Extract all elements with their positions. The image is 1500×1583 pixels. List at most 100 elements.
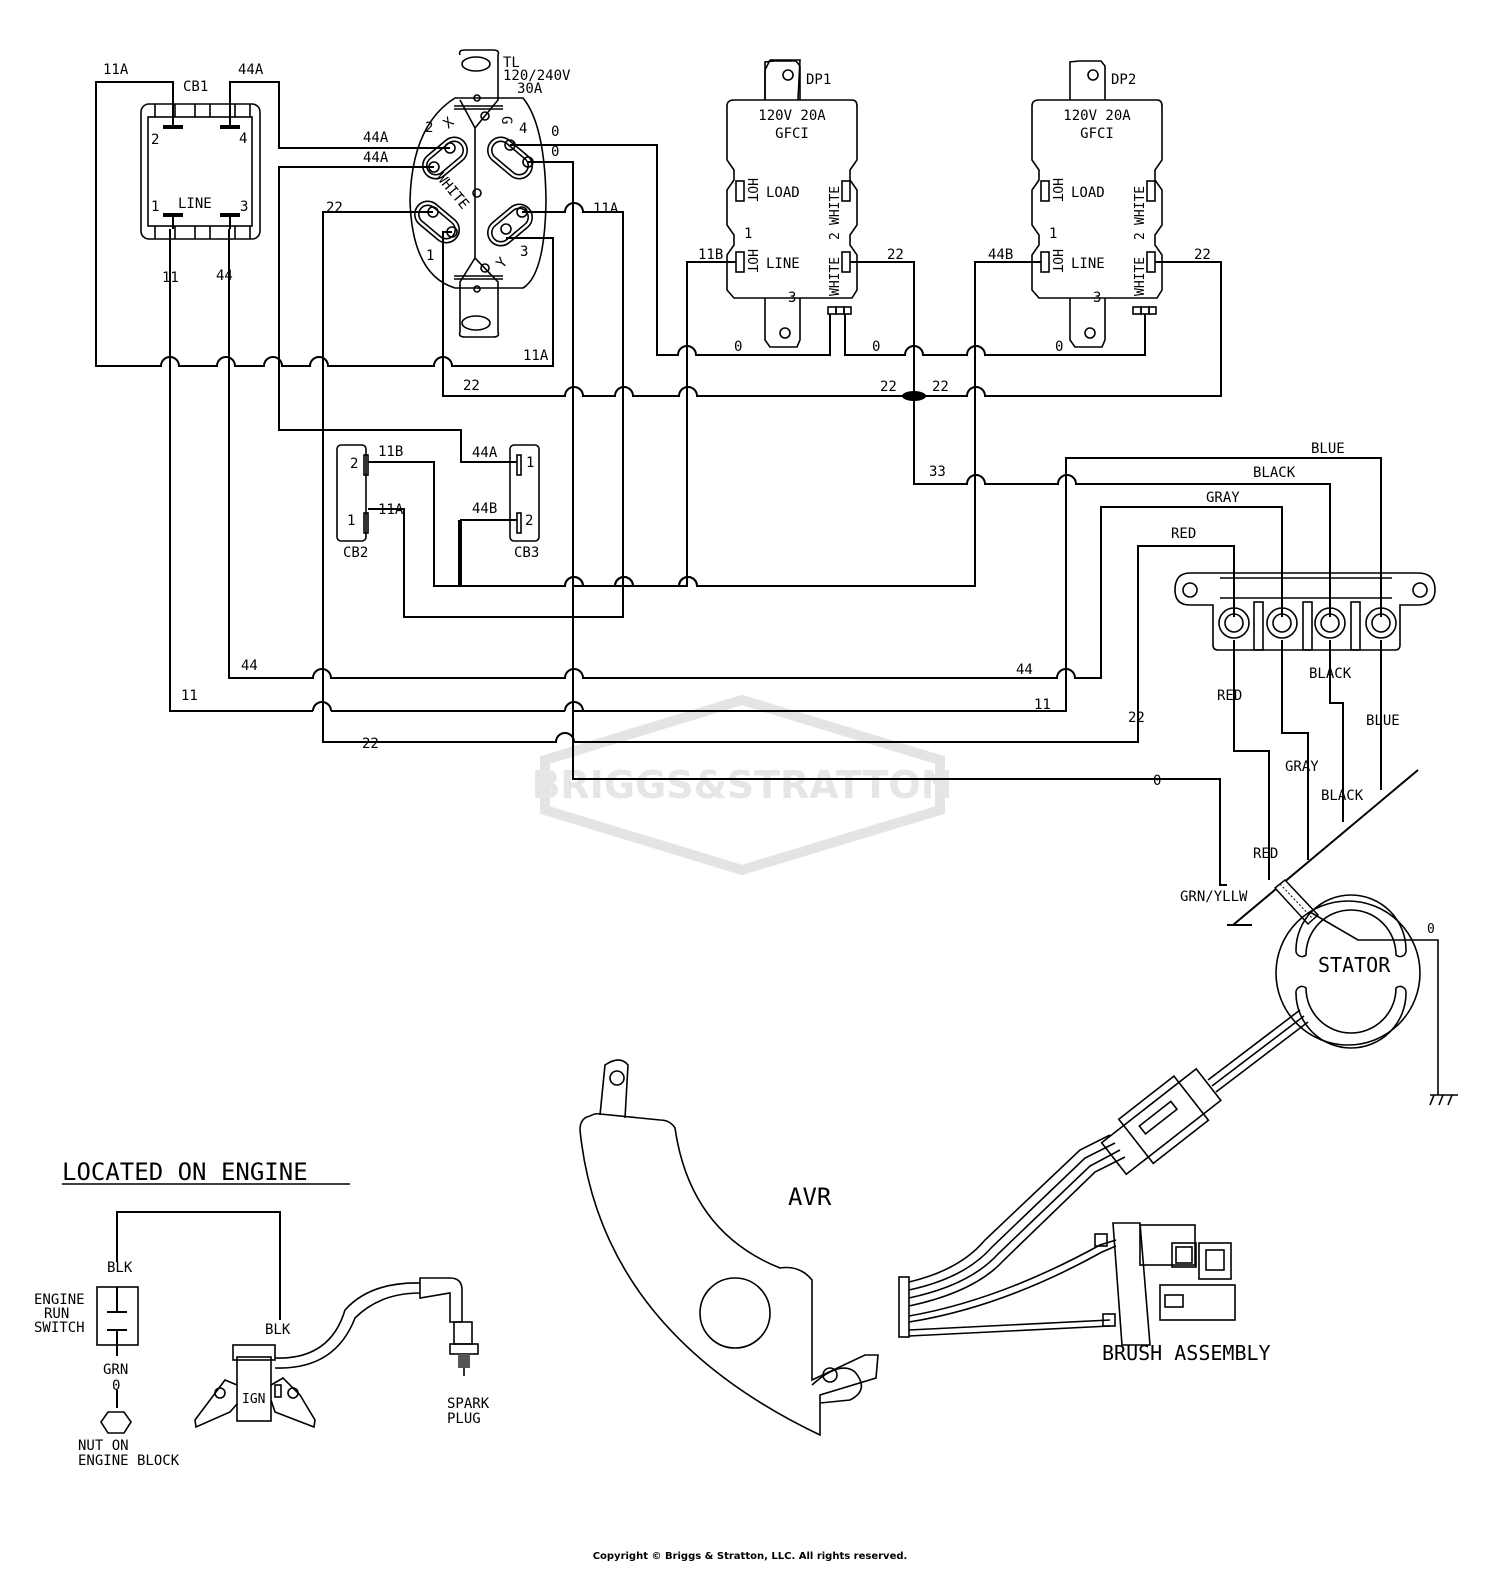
wire-22-right-label: 22: [1128, 710, 1145, 726]
engine-block-label: ENGINE BLOCK: [78, 1453, 180, 1469]
wire-red-down2-label: RED: [1253, 846, 1278, 862]
nut-on-engine-block-icon: [100, 1411, 132, 1434]
spark-plug-label-1: SPARK: [447, 1396, 490, 1412]
cb1-pin1-label: 1: [151, 199, 159, 215]
engine-grn-label: GRN: [103, 1362, 128, 1378]
cb2-wire-11B-label: 11B: [378, 444, 403, 460]
dp1-white-load-label: WHITE: [828, 186, 843, 225]
wire-black-down-label: BLACK: [1309, 666, 1352, 682]
wire-22-dp1-label: 22: [887, 247, 904, 263]
wire-22-junction1-label: 22: [880, 379, 897, 395]
wire-0-b-label: 0: [551, 144, 559, 160]
engine-run-switch-label-2: RUN: [44, 1306, 69, 1322]
dp1-pin2-label: 2: [828, 232, 843, 240]
nut-on-label: NUT ON: [78, 1438, 129, 1454]
wire-44B-label: 44B: [988, 247, 1013, 263]
wire-0-c-label: 0: [734, 339, 742, 355]
cb2-pin2-label: 2: [350, 456, 358, 472]
stator: [1227, 769, 1458, 1106]
dp1-line-label: LINE: [766, 256, 800, 272]
cb1-line-label: LINE: [178, 196, 212, 212]
tl-g-label: G: [498, 116, 514, 124]
cb1-pin3-label: 3: [240, 199, 248, 215]
wire-11B-label: 11B: [698, 247, 723, 263]
wire-0-stator-label: 0: [1427, 922, 1435, 937]
cb1-breaker: [140, 103, 261, 240]
tl-label: TL: [503, 55, 520, 71]
wire-44-label: 44: [216, 268, 233, 284]
stator-harness: [908, 1009, 1309, 1307]
dp2-line-label: LINE: [1071, 256, 1105, 272]
terminal-block: [1174, 572, 1436, 651]
cb3-wire-44B-label: 44B: [472, 501, 497, 517]
tl-y-label: Y: [493, 254, 511, 271]
cb1-pin4-label: 4: [239, 131, 247, 147]
dp1-pin3-label: 3: [788, 290, 796, 306]
spark-plug-label-2: PLUG: [447, 1411, 481, 1427]
watermark-text: BRIGGS&STRATTON: [531, 763, 952, 807]
brush-assembly-label: BRUSH ASSEMBLY: [1102, 1341, 1271, 1365]
watermark-logo: BRIGGS&STRATTON: [531, 694, 953, 876]
wire-0-d-label: 0: [872, 339, 880, 355]
dp1-load-label: LOAD: [766, 185, 800, 201]
wire-0-e-label: 0: [1055, 339, 1063, 355]
wire-44-low-label: 44: [241, 658, 258, 674]
dp2-white-load-label: WHITE: [1133, 186, 1148, 225]
wire-11A-bottom-label: 11A: [523, 348, 549, 364]
cb2-wire-11A-label: 11A: [378, 502, 404, 518]
tl-receptacle: [409, 49, 547, 338]
wire-black-label: BLACK: [1253, 465, 1296, 481]
avr-module: [579, 1059, 910, 1437]
tl-pin2-label: 2: [425, 120, 433, 136]
dp1-label: DP1: [806, 72, 831, 88]
cb3-wire-44A-label: 44A: [472, 445, 498, 461]
wire-11-low-label: 11: [181, 688, 198, 704]
wire-11A-right-label: 11A: [593, 201, 619, 217]
cb1-pin2-label: 2: [151, 132, 159, 148]
wire-grn-yllw-label: GRN/YLLW: [1180, 889, 1248, 905]
engine-run-switch-label-3: SWITCH: [34, 1320, 85, 1336]
wire-11A-label: 11A: [103, 62, 129, 78]
engine-0-label: 0: [112, 1378, 120, 1394]
wire-gray-label: GRAY: [1206, 490, 1240, 506]
dp1-rating-label: 120V 20A: [758, 108, 826, 124]
wire-black-down2-label: BLACK: [1321, 788, 1364, 804]
wire-gray-down-label: GRAY: [1285, 759, 1319, 775]
dp2-white-line-label: WHITE: [1133, 257, 1148, 296]
tl-x-label: X: [441, 114, 458, 132]
wire-44A-tl2-label: 44A: [363, 150, 389, 166]
dp2-hot-line-label: HOT: [1049, 249, 1064, 273]
terminal-screws: [1218, 601, 1397, 651]
wire-33-label: 33: [929, 464, 946, 480]
tl-pin1-label: 1: [426, 248, 434, 264]
stator-label: STATOR: [1318, 953, 1391, 977]
wire-22-dp2-label: 22: [1194, 247, 1211, 263]
dp1-gfci: [726, 59, 858, 348]
cb2-label: CB2: [343, 545, 368, 561]
ignition-coil-label: IGN: [242, 1392, 265, 1407]
dp2-label: DP2: [1111, 72, 1136, 88]
tl-voltage-label: 120/240V: [503, 68, 571, 84]
cb1-label: CB1: [183, 79, 208, 95]
engine-wiring: [96, 1211, 281, 1434]
wire-0-a-label: 0: [551, 124, 559, 140]
ignition-coil: [194, 1277, 479, 1429]
wire-44A-tl-label: 44A: [363, 130, 389, 146]
wire-11-right-label: 11: [1034, 697, 1051, 713]
wire-22-low-label: 22: [362, 736, 379, 752]
brush-assembly: [908, 1222, 1236, 1346]
dp1-hot-line-label: HOT: [744, 249, 759, 273]
wire-22-junction2-label: 22: [932, 379, 949, 395]
cb3-pin1-label: 1: [526, 455, 534, 471]
avr-label: AVR: [788, 1183, 832, 1211]
wire-44-right-label: 44: [1016, 662, 1033, 678]
wire-44A-label: 44A: [238, 62, 264, 78]
wire-11-label: 11: [162, 270, 179, 286]
wire-red-label: RED: [1171, 526, 1196, 542]
dp1-hot-load-label: HOT: [744, 178, 759, 202]
cb2-pin1-label: 1: [347, 513, 355, 529]
dp2-load-label: LOAD: [1071, 185, 1105, 201]
dp2-pin3-label: 3: [1093, 290, 1101, 306]
wire-blue-down-label: BLUE: [1366, 713, 1400, 729]
